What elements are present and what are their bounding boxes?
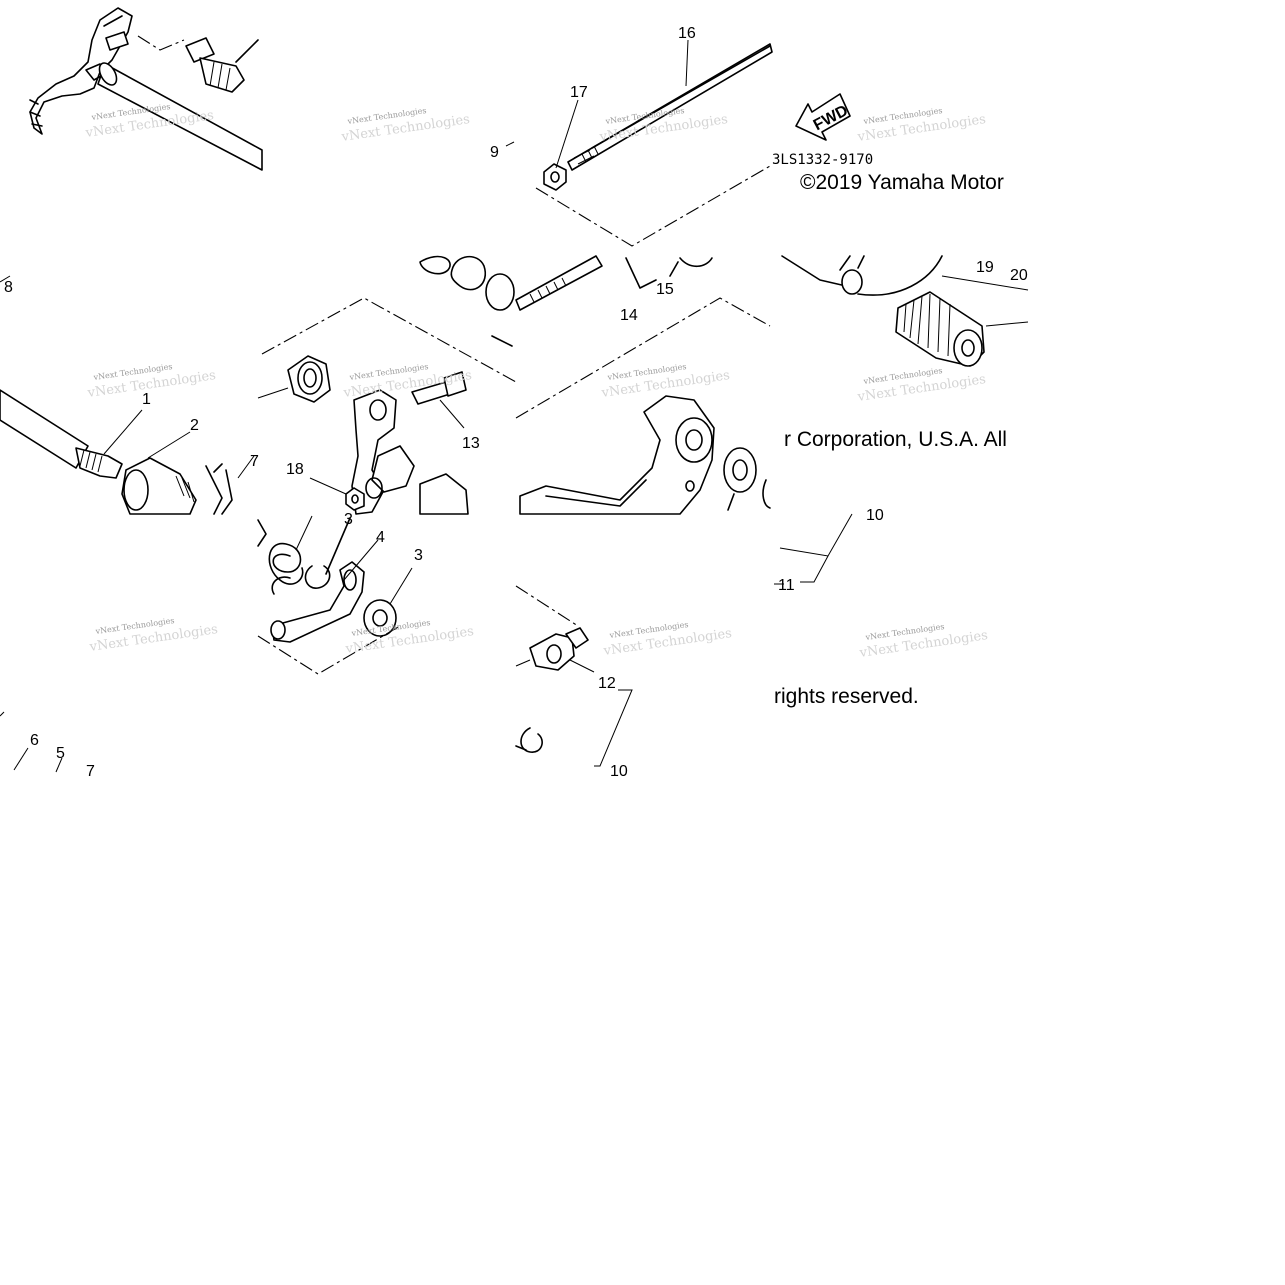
callout-17: 17	[570, 84, 588, 101]
callout-8: 8	[4, 279, 13, 296]
callout-3-left: 3	[344, 511, 353, 528]
forward-direction-arrow: FWD	[795, 93, 851, 141]
shift-shaft-drawing	[0, 275, 255, 515]
spring-and-clip-drawing	[257, 515, 413, 675]
watermark: vNext Technologies vNext Technologies	[602, 620, 733, 659]
copyright-line-1: ©2019 Yamaha Motor	[800, 171, 1004, 194]
watermark: vNext Technologies vNext Technologies	[600, 362, 731, 401]
callout-labels: 16 17 9 8 1 2 7 13 18 14 15 19 20 3 4 3 …	[4, 25, 1028, 780]
callout-7-upper: 7	[250, 453, 259, 470]
shift-arm-assembly-drawing	[257, 255, 517, 515]
shift-pedal-link-drawing	[515, 255, 771, 515]
shift-rod-drawing	[505, 39, 773, 247]
callout-10-lower: 10	[610, 763, 628, 780]
shift-pedal-rubber-drawing	[781, 255, 1029, 367]
callout-13: 13	[462, 435, 480, 452]
bracket-link-drawing	[774, 513, 853, 585]
callout-9: 9	[490, 144, 499, 161]
watermark: vNext Technologies vNext Technologies	[856, 106, 987, 145]
watermark: vNext Technologies vNext Technologies	[344, 618, 475, 657]
lower-left-leaders	[0, 711, 63, 773]
callout-20: 20	[1010, 267, 1028, 284]
watermark: vNext Technologies vNext Technologies	[88, 616, 219, 655]
callout-3-right: 3	[414, 547, 423, 564]
watermark: vNext Technologies vNext Technologies	[340, 106, 471, 145]
callout-16: 16	[678, 25, 696, 42]
callout-18: 18	[286, 461, 304, 478]
callout-5: 5	[56, 745, 65, 762]
copyright-line-3: rights reserved.	[774, 685, 919, 708]
diagram-code: 3LS1332-9170	[772, 152, 873, 168]
callout-1: 1	[142, 391, 151, 408]
shift-shaft-claw-drawing	[29, 7, 263, 171]
callout-11: 11	[778, 577, 795, 594]
callout-6: 6	[30, 732, 39, 749]
callout-7-lower: 7	[86, 763, 95, 780]
rod-end-drawing	[515, 585, 633, 767]
callout-10-right: 10	[866, 507, 884, 524]
callout-14: 14	[620, 307, 638, 324]
callout-2: 2	[190, 417, 199, 434]
watermark: vNext Technologies vNext Technologies	[856, 366, 987, 405]
copyright-line-2: r Corporation, U.S.A. All	[784, 428, 1007, 451]
callout-15: 15	[656, 281, 674, 298]
callout-12: 12	[598, 675, 616, 692]
callout-4: 4	[376, 529, 385, 546]
callout-19: 19	[976, 259, 994, 276]
watermark: vNext Technologies vNext Technologies	[858, 622, 989, 661]
